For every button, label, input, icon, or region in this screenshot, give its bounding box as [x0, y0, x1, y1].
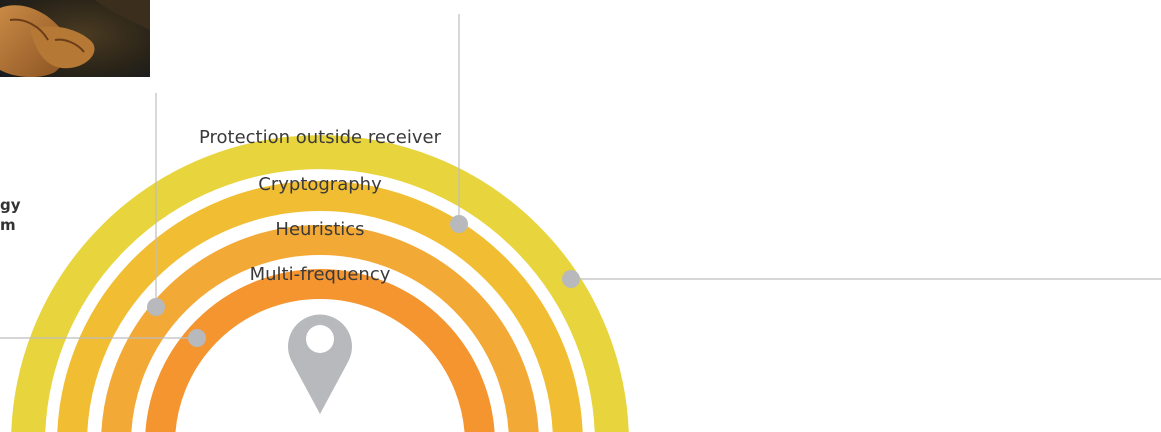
- connector-outside-receiver-marker: [562, 270, 580, 288]
- painting-image: [0, 0, 150, 77]
- ring-multi-frequency: [145, 269, 495, 432]
- ring-outside-receiver: [11, 135, 629, 432]
- rings-group: [11, 135, 629, 432]
- cut-text-line-2: m: [0, 216, 16, 234]
- connector-heuristics-marker: [147, 298, 165, 316]
- cut-text-line-1: gy: [0, 196, 21, 214]
- labels-group: Protection outside receiverCryptographyH…: [199, 127, 442, 285]
- connector-multi-frequency-marker: [188, 329, 206, 347]
- ring-label-heuristics: Heuristics: [275, 219, 364, 240]
- connector-cryptography-marker: [450, 215, 468, 233]
- map-pin-shape: [288, 314, 352, 414]
- map-pin-hole: [306, 325, 334, 353]
- painting-image-svg: [0, 0, 150, 77]
- ring-label-cryptography: Cryptography: [258, 174, 382, 195]
- map-pin-icon: [288, 314, 352, 414]
- connectors-group: [0, 14, 1161, 347]
- ring-label-outside-receiver: Protection outside receiver: [199, 127, 442, 148]
- ring-cryptography: [57, 181, 583, 432]
- ring-heuristics: [101, 225, 539, 432]
- ring-label-multi-frequency: Multi-frequency: [250, 264, 391, 285]
